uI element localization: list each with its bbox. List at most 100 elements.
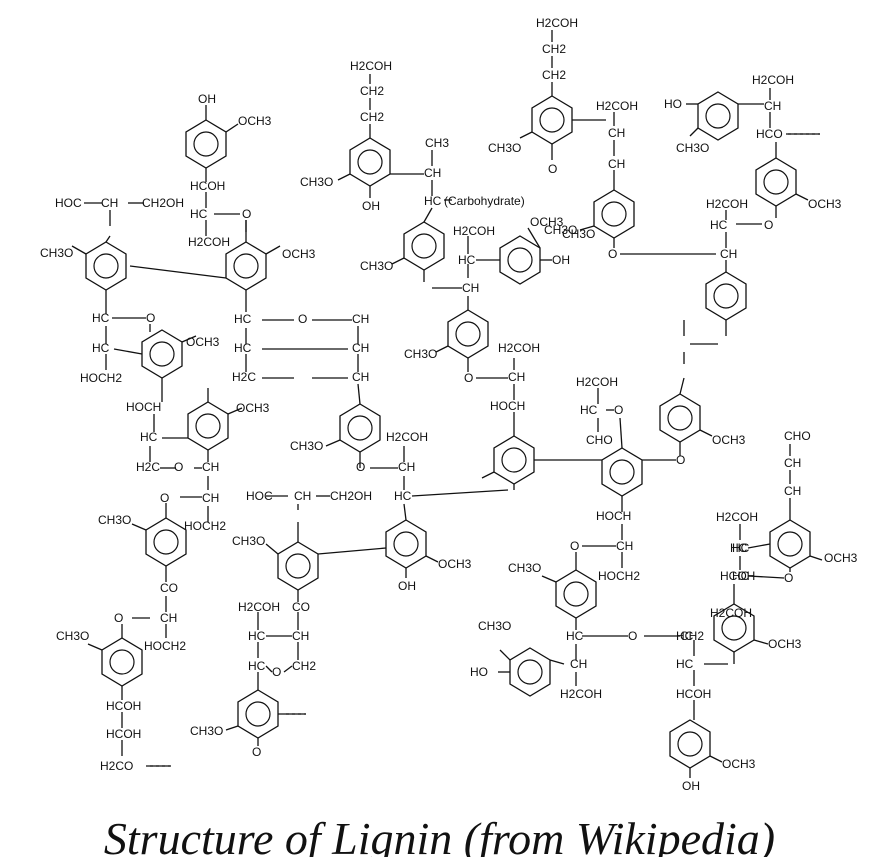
atom-label: CH [784,484,801,498]
atom-label: HC [710,218,728,232]
atom-label: O [114,611,123,625]
ring-c6 [659,393,701,443]
atom-label: CH3O [478,619,511,633]
atom-label: H2COH [350,59,392,73]
atom-label: CH [508,370,525,384]
atom-label: H2COH [498,341,540,355]
atom-label: H2COH [188,235,230,249]
ring-d10 [669,719,711,769]
ring-d2 [601,447,643,497]
ring-d7 [509,647,551,697]
ring-c5 [705,271,747,321]
atom-label: (Carbohydrate) [444,194,525,208]
atom-label: OCH3 [808,197,842,211]
atom-label: OCH3 [722,757,756,771]
atom-label: HOC [246,489,273,503]
atom-label: H2COH [596,99,638,113]
atom-label: CH2 [360,84,384,98]
atom-label: OH [198,92,216,106]
atom-label: CH [202,460,219,474]
atom-label: CO [292,600,310,614]
atom-label: O [570,539,579,553]
atom-label: OCH3 [236,401,270,415]
atom-labels: OH OCH3 HOC CH CH2OH HCOH HC O H2COH CH3… [40,16,858,793]
atom-label: HC [566,629,584,643]
atom-label: HC [234,341,252,355]
atom-label: H2COH [752,73,794,87]
atom-label: HC [140,430,158,444]
ring-b5 [339,403,381,453]
ring-d4 [277,541,319,591]
atom-label: CH3O [360,259,393,273]
atom-label: CH [352,312,369,326]
atom-label: CH3O [544,223,577,237]
atom-label: O [252,745,261,759]
atom-label: HO [470,665,488,679]
ring-d3 [385,519,427,569]
atom-label: CH2OH [330,489,372,503]
atom-label: CH [616,539,633,553]
atom-label: HOCH [490,399,525,413]
atom-label: HC [676,657,694,671]
atom-label: O [298,312,307,326]
atom-label: HOCH2 [598,569,640,583]
atom-label: CO [160,581,178,595]
atom-label: OCH3 [186,335,220,349]
ring-d6 [769,519,811,569]
atom-label: OCH3 [530,215,564,229]
atom-label: CH3 [425,136,449,150]
atom-label: H2COH [710,606,752,620]
atom-label: H2COH [536,16,578,30]
atom-label: O [676,453,685,467]
atom-label: CH2 [680,629,704,643]
atom-label: HC [580,403,598,417]
atom-label: CH [160,611,177,625]
atom-label: O [464,371,473,385]
atom-label: HOCH2 [184,519,226,533]
atom-label: HC [730,541,748,555]
ring-d9 [237,689,279,739]
atom-label: HCOH [190,179,225,193]
lignin-structure-diagram: OH OCH3 HOC CH CH2OH HCOH HC O H2COH CH3… [40,16,858,793]
atom-label: HCO [756,127,783,141]
atom-label: O [160,491,169,505]
atom-label: HC [676,629,694,643]
atom-label: HC [248,629,266,643]
atom-label: CH [784,456,801,470]
atom-label: CH [352,370,369,384]
ring-a1 [185,119,227,169]
atom-label: H2COH [453,224,495,238]
atom-label: CH3O [300,175,333,189]
atom-label: OCH3 [824,551,858,565]
ring-a6 [145,517,187,567]
ring-a5 [187,401,229,451]
ring-c4 [755,157,797,207]
atom-label: HC [92,341,110,355]
atom-label: OCH3 [282,247,316,261]
atom-label: O [784,571,793,585]
atom-label: CH3O [676,141,709,155]
atom-label: HC [248,659,266,673]
ring-c3 [697,91,739,141]
atom-label: CH [101,196,118,210]
atom-label: CH3O [290,439,323,453]
atom-label: CH [720,247,737,261]
bonds [71,30,823,778]
atom-label: HC [458,253,476,267]
atom-label: CH3O [404,347,437,361]
atom-label: HC [190,207,208,221]
atom-label: CH3O [40,246,73,260]
atom-label: O [356,460,365,474]
atom-label: CHO [586,433,613,447]
atom-label: OCH3 [438,557,472,571]
atom-label: CH2 [292,659,316,673]
atom-label: CH [462,281,479,295]
atom-label: CH2 [542,42,566,56]
atom-label: H2COH [386,430,428,444]
atom-label: OH [362,199,380,213]
atom-label: CH [398,460,415,474]
atom-label: HC [92,311,110,325]
atom-label: CH2 [542,68,566,82]
atom-label: CH3O [190,724,223,738]
atom-label: H2COH [576,375,618,389]
